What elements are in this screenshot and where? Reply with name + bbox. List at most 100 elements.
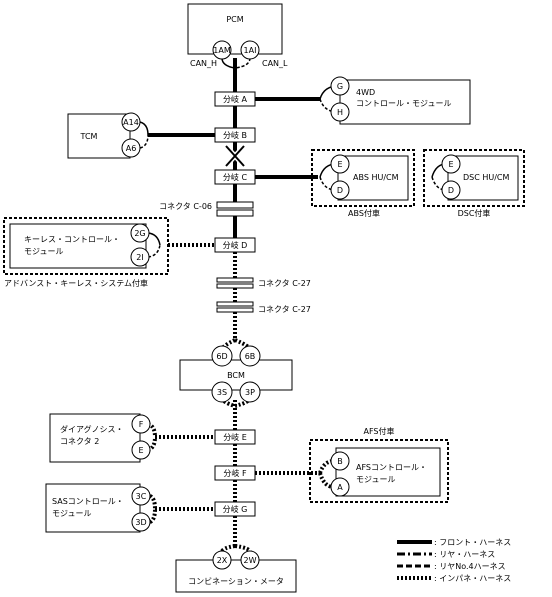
- diag-label-2: コネクタ 2: [60, 437, 99, 446]
- branch-d: 分岐 D: [214, 237, 256, 253]
- svg-text:G: G: [337, 82, 343, 91]
- afs-option-label: AFS付車: [363, 426, 394, 436]
- svg-text:E: E: [448, 160, 453, 169]
- bcm-module: BCM 6D 6B 3S 3P: [179, 338, 293, 408]
- svg-text:2W: 2W: [244, 556, 257, 565]
- dsc-pin-d: [441, 180, 461, 200]
- fwd-pin-h: [330, 102, 350, 122]
- svg-text:1AI: 1AI: [244, 46, 257, 55]
- meter-module: 2X 2W コンビネーション・メータ: [175, 544, 297, 593]
- keyless-option-label: アドバンスト・キーレス・システム付車: [4, 278, 148, 288]
- svg-text:3C: 3C: [136, 492, 147, 501]
- svg-text:6B: 6B: [245, 352, 256, 361]
- svg-text:6D: 6D: [216, 352, 227, 361]
- svg-text:分岐 B: 分岐 B: [223, 130, 247, 140]
- bcm-pin-6b: [239, 345, 261, 367]
- svg-text:1AM: 1AM: [213, 46, 231, 55]
- svg-text:A6: A6: [126, 144, 137, 153]
- abs-pin-e: [330, 154, 350, 174]
- diag-pin-e: [131, 440, 151, 460]
- svg-text:A: A: [337, 483, 343, 492]
- meter-label: コンビネーション・メータ: [188, 577, 284, 586]
- abs-module: E D ABS HU/CM: [319, 154, 409, 201]
- connector-c06-label: コネクタ C-06: [159, 202, 212, 211]
- pcm-pin-can-l: [240, 40, 260, 60]
- pcm-label: PCM: [226, 15, 243, 24]
- afs-label-1: AFSコントロール・: [356, 463, 427, 472]
- abs-option-frame: ABS付車: [311, 149, 415, 218]
- can-l-label: CAN_L: [262, 59, 288, 68]
- bcm-label: BCM: [227, 371, 245, 380]
- can-h-label: CAN_H: [190, 59, 217, 68]
- pcm-module: PCM 1AM 1AI CAN_H CAN_L: [187, 3, 288, 69]
- fwd-label-2: コントロール・モジュール: [356, 99, 451, 108]
- branch-b: 分岐 B: [214, 127, 256, 143]
- diag-pin-f: [131, 414, 151, 434]
- branch-a: 分岐 A: [214, 91, 256, 107]
- svg-text:D: D: [337, 186, 343, 195]
- open-circuit-x-icon: [224, 144, 246, 168]
- bcm-pin-3s: [211, 381, 233, 403]
- sas-label-2: モジュール: [52, 509, 91, 518]
- tcm-pin-a6: [121, 138, 141, 158]
- svg-text:分岐 F: 分岐 F: [223, 468, 247, 478]
- svg-text:D: D: [448, 186, 454, 195]
- bcm-pin-3p: [239, 381, 261, 403]
- connector-c27-lower-label: コネクタ C-27: [258, 305, 311, 314]
- keyless-label-2: モジュール: [24, 247, 63, 256]
- svg-text:3S: 3S: [217, 388, 227, 397]
- svg-text:F: F: [139, 420, 144, 429]
- dsc-module: E D DSC HU/CM: [431, 154, 519, 201]
- sas-pin-3d: [131, 512, 151, 532]
- afs-option-frame: AFS付車: [309, 426, 449, 503]
- connector-c27-upper-label: コネクタ C-27: [258, 279, 311, 288]
- svg-text:H: H: [337, 108, 343, 117]
- branch-e: 分岐 E: [214, 429, 256, 445]
- svg-text:E: E: [337, 160, 342, 169]
- legend-rear-label: : リヤ・ハーネス: [434, 550, 495, 559]
- meter-pin-2x: [212, 550, 232, 570]
- afs-module: B A AFSコントロール・ モジュール: [318, 447, 441, 497]
- connector-c06: コネクタ C-06: [159, 201, 254, 217]
- fwd-pin-g: [330, 76, 350, 96]
- pcm-pin-can-h: [212, 40, 232, 60]
- svg-text:分岐 C: 分岐 C: [223, 172, 248, 182]
- connector-c27-upper: コネクタ C-27: [216, 277, 311, 289]
- legend-front-label: : フロント・ハーネス: [434, 538, 511, 547]
- afs-label-2: モジュール: [356, 475, 395, 484]
- sas-label-1: SASコントロール・: [52, 497, 124, 506]
- diag-connector: ダイアグノシス・ コネクタ 2 F E: [49, 413, 157, 463]
- branch-g: 分岐 G: [214, 501, 256, 517]
- dsc-option-frame: DSC付車: [423, 149, 525, 218]
- abs-pin-d: [330, 180, 350, 200]
- sas-module: SASコントロール・ モジュール 3C 3D: [45, 483, 157, 533]
- tcm-label: TCM: [80, 132, 98, 141]
- dsc-option-label: DSC付車: [458, 208, 491, 218]
- keyless-module: キーレス・コントロール・ モジュール 2G 2I: [9, 223, 161, 269]
- tcm-module: TCM A14 A6: [67, 112, 149, 159]
- legend-rear4-label: : リヤNo.4ハーネス: [434, 562, 506, 571]
- keyless-label-1: キーレス・コントロール・: [24, 235, 120, 244]
- svg-text:B: B: [337, 457, 343, 466]
- keyless-pin-2g: [130, 223, 150, 243]
- svg-text:分岐 D: 分岐 D: [223, 240, 248, 250]
- legend-inst-label: : インパネ・ハーネス: [434, 574, 511, 583]
- fwd-module: G H 4WD コントロール・モジュール: [319, 76, 471, 125]
- branch-c: 分岐 C: [214, 169, 256, 185]
- svg-text:分岐 G: 分岐 G: [223, 504, 248, 514]
- keyless-option-frame: アドバンスト・キーレス・システム付車: [3, 217, 169, 288]
- svg-text:2I: 2I: [136, 253, 143, 262]
- legend: : フロント・ハーネス : リヤ・ハーネス : リヤNo.4ハーネス : インパ…: [397, 538, 511, 583]
- svg-text:分岐 A: 分岐 A: [223, 94, 248, 104]
- connector-c27-lower: コネクタ C-27: [216, 301, 311, 314]
- dsc-pin-e: [441, 154, 461, 174]
- svg-text:3D: 3D: [135, 518, 146, 527]
- bcm-pin-6d: [211, 345, 233, 367]
- meter-pin-2w: [240, 550, 260, 570]
- svg-text:3P: 3P: [245, 388, 255, 397]
- afs-pin-b: [330, 451, 350, 471]
- svg-text:分岐 E: 分岐 E: [223, 432, 247, 442]
- keyless-pin-2i: [130, 247, 150, 267]
- tcm-pin-a14: [121, 112, 141, 132]
